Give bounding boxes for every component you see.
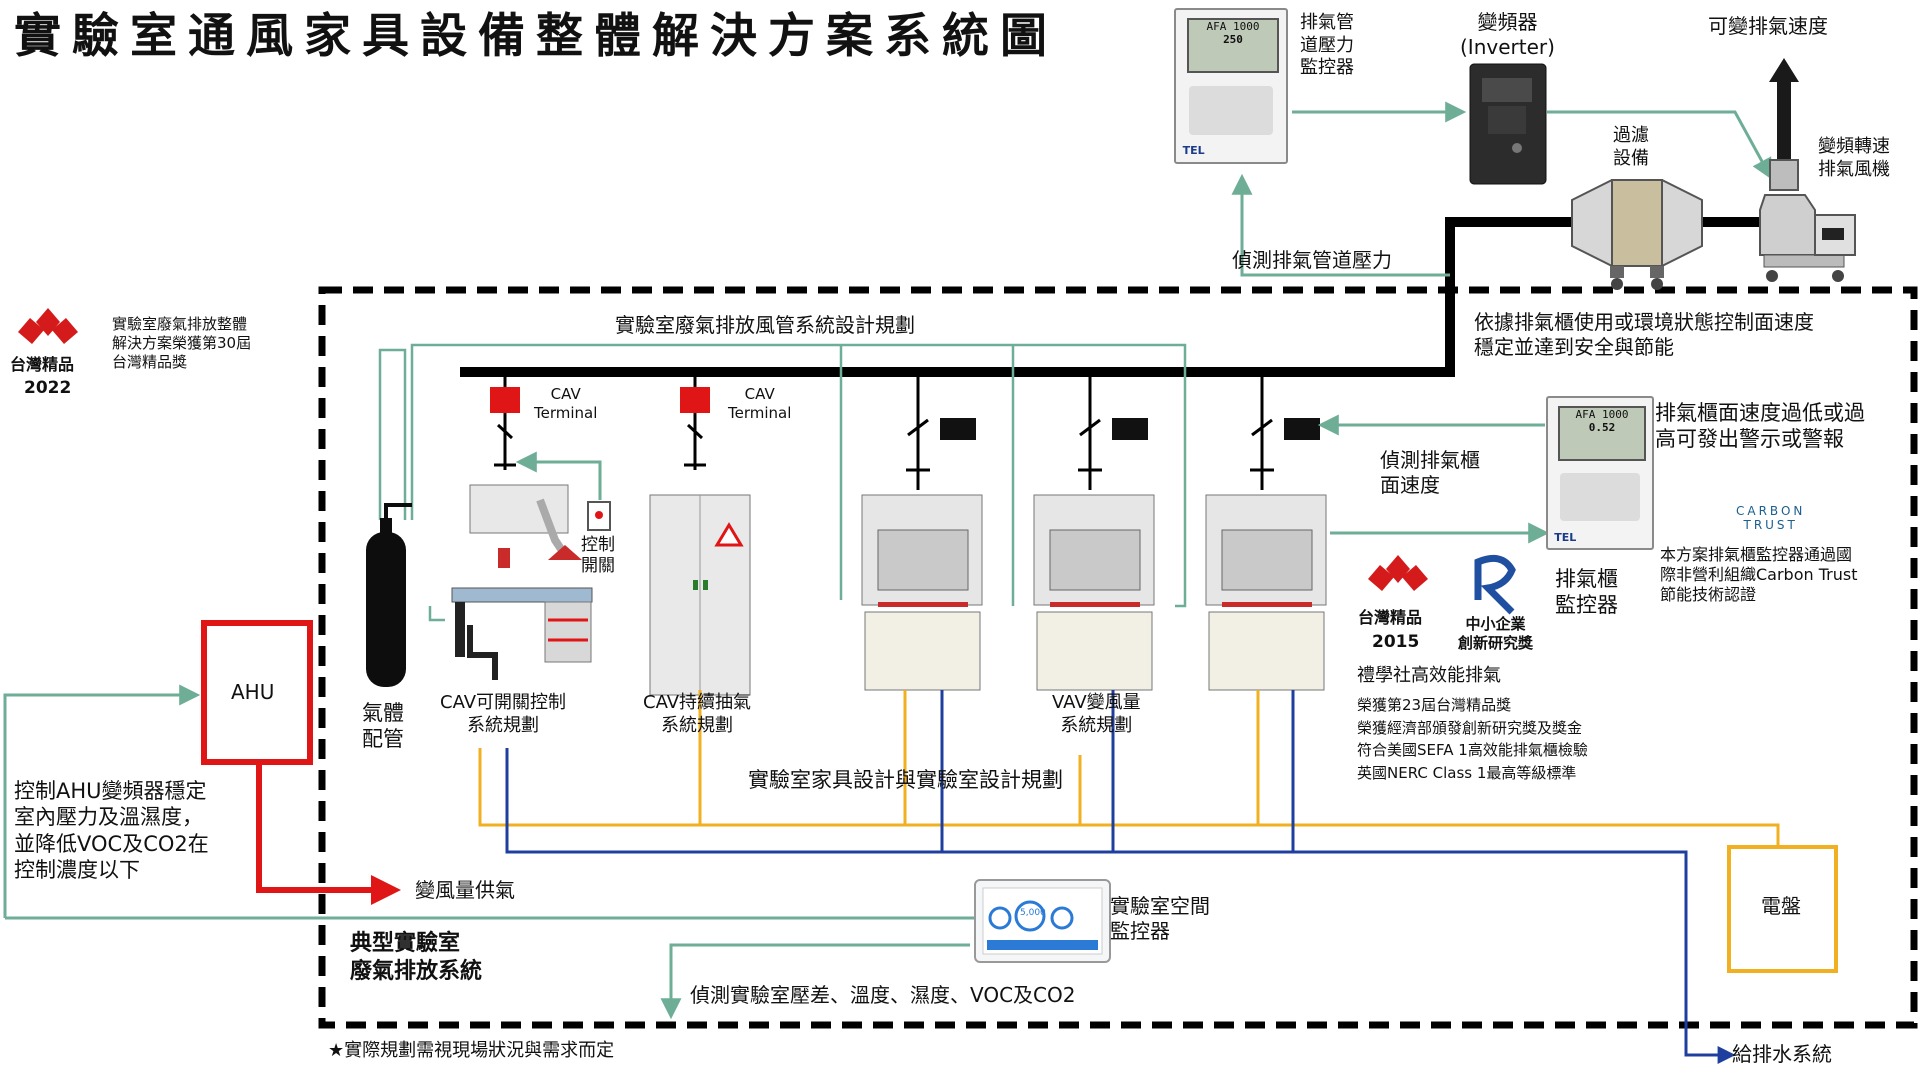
afa-value-top: 250	[1223, 32, 1243, 46]
ahu-label: AHU	[231, 680, 275, 704]
hood-monitor-label: 排氣櫃 監控器	[1555, 567, 1618, 618]
space-monitor-label: 實驗室空間 監控器	[1110, 894, 1210, 943]
electrical-panel-label: 電盤	[1761, 894, 1801, 918]
inverter-label: 變頻器 (Inverter)	[1460, 10, 1555, 59]
alarm-text: 排氣櫃面速度過低或過 高可發出警示或警報	[1655, 401, 1865, 452]
page-title: 實驗室通風家具設備整體解決方案系統圖	[14, 9, 1058, 64]
gas-pipe-label: 氣體 配管	[362, 701, 404, 752]
space-monitor-device	[974, 879, 1111, 963]
carbon-trust-logo: CARBON TRUST	[1736, 504, 1806, 532]
detect-room-label: 偵測實驗室壓差、溫度、濕度、VOC及CO2	[690, 983, 1076, 1007]
award-2022-text: 實驗室廢氣排放整體 解決方案榮獲第30屆 台灣精品獎	[112, 315, 252, 371]
award-2015-bullets: 榮獲第23屆台灣精品獎 榮獲經濟部頒發創新研究獎及獎金 符合美國SEFA 1高效…	[1357, 696, 1588, 782]
award-2022-brand: 台灣精品	[10, 355, 75, 374]
duct-system-title: 實驗室廢氣排放風管系統設計規劃	[615, 313, 915, 337]
fume-hood-3-icon	[1205, 494, 1327, 691]
vav-drops	[906, 372, 1274, 490]
fan-label: 變頻轉速 排氣風機	[1818, 136, 1890, 180]
fume-hood-2-icon	[1033, 494, 1155, 691]
safety-cabinet-icon	[649, 494, 751, 696]
award-2022-year: 2022	[24, 378, 72, 398]
footnote: ★實際規劃需視現場狀況與需求而定	[328, 1040, 615, 1061]
duct-system-wiring	[378, 343, 1187, 622]
fume-hood-1-icon	[861, 494, 983, 691]
electrical-panel-box: 電盤	[1727, 845, 1838, 973]
vav-label: VAV變風量 系統規劃	[1052, 692, 1141, 736]
award-2015-headline: 禮學社高效能排氣	[1357, 665, 1501, 686]
afa-value-right: 0.52	[1588, 420, 1616, 434]
filter-label: 過濾 設備	[1613, 125, 1649, 169]
furniture-plan-label: 實驗室家具設計與實驗室設計規劃	[748, 768, 1063, 792]
ahu-control-text: 控制AHU變頻器穩定 室內壓力及溫濕度， 並降低VOC及CO2在 控制濃度以下	[14, 779, 209, 882]
sme-award-label: 中小企業 創新研究獎	[1458, 615, 1534, 652]
hood-monitor-signal	[1317, 414, 1550, 544]
typical-system-label: 典型實驗室 廢氣排放系統	[350, 931, 483, 984]
water-system-label: 給排水系統	[1732, 1042, 1832, 1066]
power-lines	[478, 690, 1780, 845]
water-lines	[505, 690, 1736, 1064]
afa-model-label-2: AFA 1000	[1575, 407, 1629, 421]
cav-switch-label: CAV可開關控制 系統規劃	[440, 692, 567, 736]
cav-switch-loop	[515, 451, 602, 500]
ahu-control-lines	[3, 684, 975, 1020]
space-monitor-value: 5,000	[1020, 908, 1046, 918]
cav-terminal-1-label: CAV Terminal	[534, 385, 598, 422]
cav-terminal-2-label: CAV Terminal	[728, 385, 792, 422]
taiwan-excellence-2022-logo	[18, 308, 78, 344]
afa-model-label: AFA 1000	[1206, 19, 1260, 33]
inverter-device	[1469, 63, 1547, 185]
exhaust-up-arrow	[1769, 58, 1799, 160]
tel-logo-2: TEL	[1554, 530, 1577, 544]
duct-pressure-monitor-label: 排氣管 道壓力 監控器	[1300, 12, 1354, 78]
system-boundary	[318, 286, 1918, 1029]
sme-award-logo	[1474, 554, 1516, 615]
detect-face-velocity-label: 偵測排氣櫃 面速度	[1380, 448, 1480, 497]
tel-logo: TEL	[1182, 144, 1205, 158]
detect-duct-pressure-label: 偵測排氣管道壓力	[1232, 248, 1392, 272]
cav-terminal-drops	[494, 372, 706, 470]
control-switch-label: 控制 開關	[581, 535, 615, 577]
variable-speed-label: 可變排氣速度	[1708, 14, 1828, 38]
variable-supply-label: 變風量供氣	[415, 878, 515, 902]
vav-actuators	[940, 418, 1320, 440]
ahu-box: AHU	[201, 620, 313, 765]
gas-cylinder-icon	[366, 503, 412, 687]
cav-terminal-2-icon	[680, 387, 710, 413]
duct-pressure-signal	[1231, 101, 1773, 277]
taiwan-excellence-2015-logo	[1368, 555, 1428, 591]
exhaust-fan	[1759, 159, 1856, 282]
cav-continuous-label: CAV持續抽氣 系統規劃	[643, 692, 752, 736]
control-face-velocity-text: 依據排氣櫃使用或環境狀態控制面速度 穩定並達到安全與節能	[1474, 310, 1814, 359]
carbon-trust-text: 本方案排氣櫃監控器通過國 際非營利組織Carbon Trust 節能技術認證	[1660, 545, 1858, 604]
cav-terminal-1-icon	[490, 387, 520, 413]
lab-bench-icon	[451, 484, 593, 680]
award-2015-brand: 台灣精品	[1358, 608, 1423, 627]
filter-unit	[1571, 179, 1703, 290]
award-2015-year: 2015	[1372, 632, 1420, 652]
